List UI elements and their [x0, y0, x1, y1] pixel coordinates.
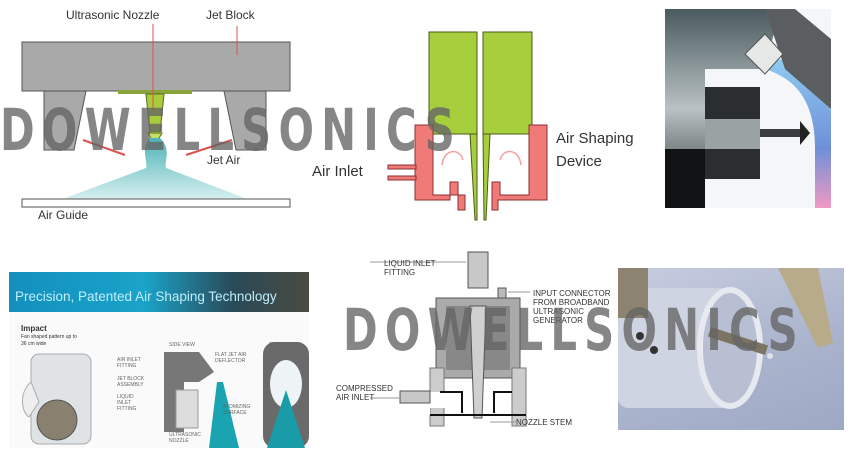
jet-block-diagram: Ultrasonic Nozzle Jet Block Jet Air Air …	[0, 0, 300, 230]
air-shaper-drawings	[22, 342, 309, 448]
flat-jet-air-deflector-label: FLAT JET AIR DEFLECTOR	[215, 352, 247, 364]
air-shaping-illustration	[387, 31, 548, 221]
air-inlet-label: Air Inlet	[312, 163, 363, 180]
compressed-air-label-1: COMPRESSED	[336, 384, 393, 393]
nozzle-air-shaper-photo	[618, 268, 844, 430]
impact-heading: Impact	[21, 324, 47, 333]
liquid-inlet-fitting-label: LIQUID INLET FITTING	[117, 394, 137, 412]
nozzle-stem-label: NOZZLE STEM	[516, 418, 573, 427]
jet-block-illustration	[21, 24, 291, 208]
air-inlet-fitting-label: AIR INLET FITTING	[117, 357, 141, 369]
input-connector-label-2: FROM BROADBAND	[533, 298, 610, 307]
cross-section-illustration	[370, 251, 530, 427]
jet-block-label: Jet Block	[206, 8, 255, 22]
input-connector-label-4: GENERATOR	[533, 316, 583, 325]
front-view-label: FRONT VIEW	[269, 342, 301, 348]
banner-title: Precision, Patented Air Shaping Technolo…	[15, 289, 277, 304]
impact-text-2: 36 cm wide	[21, 341, 47, 347]
nozzle-spray-photo	[665, 9, 831, 208]
jet-air-label: Jet Air	[207, 153, 241, 167]
input-connector-label-1: INPUT CONNECTOR	[533, 289, 611, 298]
atomizing-surface-label: ATOMIZING SURFACE	[223, 404, 251, 416]
impact-text-1: Fan shaped pattern up to	[21, 334, 77, 340]
nozzle-cross-section: LIQUID INLET FITTING INPUT CONNECTOR FRO…	[330, 240, 620, 452]
air-guide-label: Air Guide	[38, 208, 89, 222]
air-shaping-label-line1: Air Shaping	[556, 130, 634, 147]
air-shaper-photo-illustration	[618, 268, 833, 409]
jet-block-assembly-label: JET BLOCK ASSEMBLY	[117, 376, 145, 388]
liquid-inlet-label-2: FITTING	[384, 268, 416, 277]
ultrasonic-nozzle-label: Ultrasonic Nozzle	[66, 8, 160, 22]
liquid-inlet-label-1: LIQUID INLET	[384, 259, 436, 268]
side-view-label: SIDE VIEW	[169, 342, 195, 348]
compressed-air-label-2: AIR INLET	[336, 393, 375, 402]
spray-photo-illustration	[665, 9, 831, 208]
air-shaping-technology-panel: Precision, Patented Air Shaping Technolo…	[9, 272, 309, 448]
input-connector-label-3: ULTRASONIC	[533, 307, 584, 316]
ultrasonic-nozzle-callout: ULTRASONIC NOZZLE	[169, 432, 201, 444]
title-banner: Precision, Patented Air Shaping Technolo…	[9, 272, 309, 312]
air-shaping-diagram: Air Inlet Air Shaping Device	[300, 0, 660, 230]
air-shaping-label-line2: Device	[556, 153, 602, 170]
